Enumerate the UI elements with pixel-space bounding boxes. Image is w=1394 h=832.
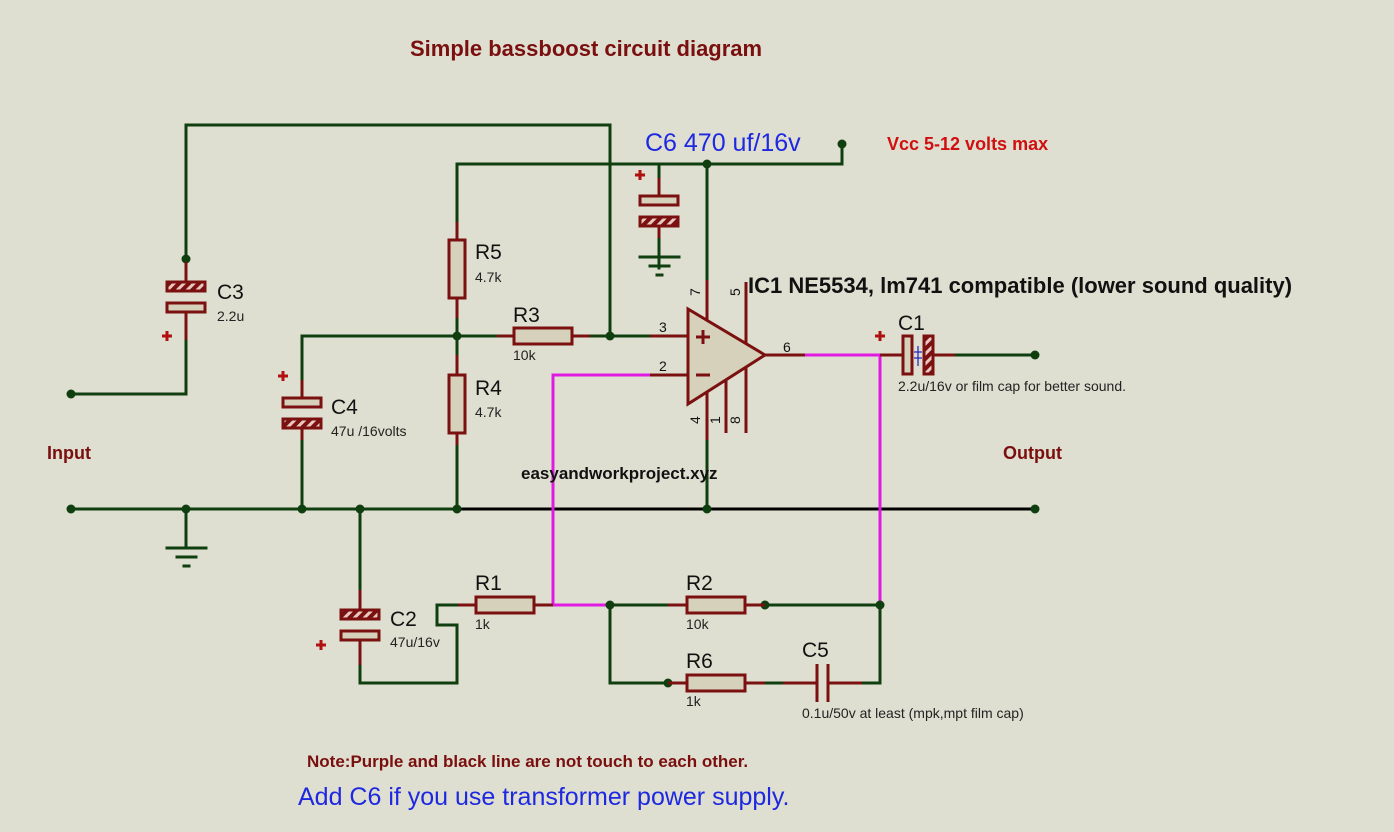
plus-icon: [696, 330, 710, 344]
resistor-r3[interactable]: [497, 326, 590, 346]
pin-5-label: 5: [727, 288, 743, 296]
c2-value: 47u/16v: [390, 634, 440, 650]
plus-icon: [316, 640, 326, 650]
wires: [69, 123, 1037, 685]
r4-value: 4.7k: [475, 404, 502, 420]
ground-icon: [165, 546, 208, 568]
ic-note: IC1 NE5534, lm741 compatible (lower soun…: [748, 273, 1292, 298]
capacitor-c1[interactable]: [875, 331, 955, 376]
r2-value: 10k: [686, 616, 710, 632]
resistor-r6[interactable]: [668, 673, 765, 693]
plus-icon: [875, 331, 885, 341]
c1-note: 2.2u/16v or film cap for better sound.: [898, 378, 1126, 394]
watermark: easyandworkproject.xyz: [521, 464, 718, 483]
output-label: Output: [1003, 443, 1062, 463]
capacitor-c3[interactable]: [162, 262, 207, 341]
c5-note: 0.1u/50v at least (mpk,mpt film cap): [802, 705, 1024, 721]
c3-value: 2.2u: [217, 308, 244, 324]
r4-ref: R4: [475, 377, 502, 400]
c4-ref: C4: [331, 396, 358, 419]
capacitor-c2[interactable]: [316, 590, 381, 665]
polarity-icon: [914, 346, 922, 366]
c3-ref: C3: [217, 281, 244, 304]
c6-note: C6 470 uf/16v: [645, 129, 801, 157]
pin-8-label: 8: [727, 416, 743, 424]
r3-ref: R3: [513, 304, 540, 327]
input-label: Input: [47, 443, 91, 463]
plus-icon: [635, 170, 645, 180]
note-lines: Note:Purple and black line are not touch…: [307, 752, 748, 771]
pin-2-label: 2: [659, 358, 667, 374]
capacitor-c6[interactable]: [635, 170, 680, 238]
resistor-r2[interactable]: [668, 595, 765, 615]
r6-ref: R6: [686, 650, 713, 673]
pin-1-label: 1: [707, 416, 723, 424]
junctions: [66, 139, 1040, 688]
opamp-ic1[interactable]: [650, 280, 805, 440]
plus-icon: [162, 331, 172, 341]
r5-value: 4.7k: [475, 269, 502, 285]
r3-value: 10k: [513, 347, 537, 363]
resistor-r5[interactable]: [447, 222, 467, 318]
pin-4-label: 4: [687, 416, 703, 424]
c4-value: 47u /16volts: [331, 423, 407, 439]
diagram-title: Simple bassboost circuit diagram: [410, 36, 762, 61]
capacitor-c4[interactable]: [278, 371, 323, 440]
vcc-label: Vcc 5-12 volts max: [887, 134, 1048, 154]
ground-icon: [638, 255, 681, 277]
r6-value: 1k: [686, 693, 702, 709]
c1-ref: C1: [898, 312, 925, 335]
capacitor-c5[interactable]: [783, 664, 862, 702]
note-c6: Add C6 if you use transformer power supp…: [298, 783, 789, 811]
r5-ref: R5: [475, 241, 502, 264]
r1-value: 1k: [475, 616, 491, 632]
pin-7-label: 7: [687, 288, 703, 296]
c2-ref: C2: [390, 608, 417, 631]
c5-ref: C5: [802, 639, 829, 662]
resistor-r1[interactable]: [458, 595, 553, 615]
resistor-r4[interactable]: [447, 355, 467, 445]
pin-6-label: 6: [783, 339, 791, 355]
r2-ref: R2: [686, 572, 713, 595]
pin-3-label: 3: [659, 319, 667, 335]
r1-ref: R1: [475, 572, 502, 595]
plus-icon: [278, 371, 288, 381]
